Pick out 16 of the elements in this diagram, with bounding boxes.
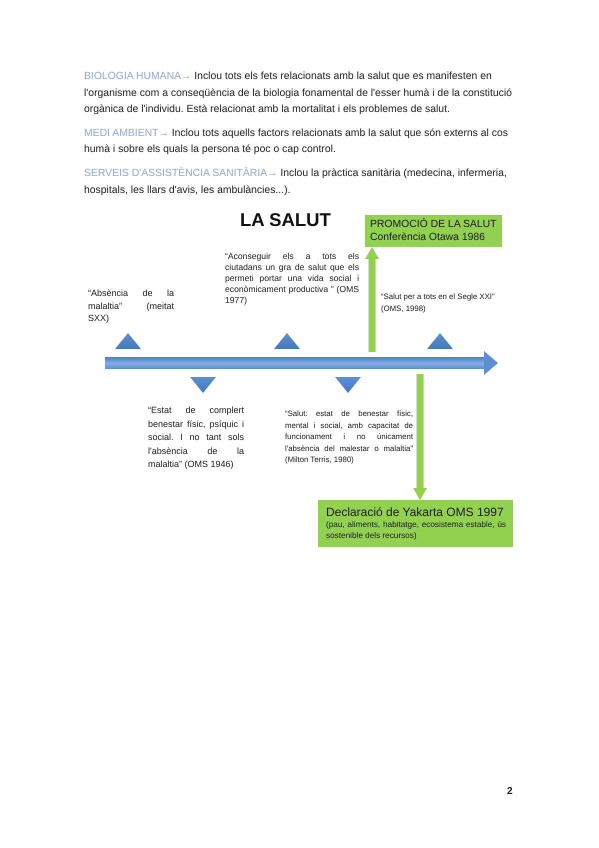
definition-paragraph: BIOLOGIA HUMANA→ Inclou tots els fets relacionats amb la salut que es manifesten en l'organisme com a conseqüència de la biologia fonamental de l'esser humà i de la constitució orgànica de l'individu. Està relacionat amb la mortalitat i els problemes de salut.: [84, 70, 513, 118]
arrow: [413, 374, 427, 500]
quote-text: “Estat de complert benestar físic, psíquic i social. I no tant sols l'absència de la malaltia” (OMS 1946): [148, 404, 244, 472]
definition-paragraph: MEDI AMBIENT→ Inclou tots aquells factors relacionats amb la salut que són externs al cos humà i sobre els quals la persona té poc o cap control.: [84, 126, 509, 158]
definition-paragraph: SERVEIS D'ASSISTÈNCIA SANITÀRIA→ Inclou la pràctica sanitària (medecina, infermeria, hospitals, les llars d'avis, les ambulàncies...).: [84, 166, 508, 198]
quote-text: “Absència de la malaltia” (meitat SXX): [88, 287, 174, 324]
heading: LA SALUT: [240, 209, 331, 231]
box-subtitle: Conferència Otawa 1986: [370, 231, 486, 244]
page-number: 2: [507, 786, 513, 798]
arrow: [365, 247, 379, 352]
box-description: (pau, aliments, habitatge, ecosistema estable, ús sostenible dels recursos): [326, 520, 506, 541]
box-title: Declaració de Yakarta OMS 1997: [326, 505, 505, 520]
quote-text: “Aconseguir els a tots els ciutadans un gra de salut que els permeti portar una vida social i econòmicament productiva ” (OMS 1977): [225, 251, 359, 306]
event-box: [318, 500, 513, 547]
box-title: PROMOCIÓ DE LA SALUT: [370, 218, 496, 231]
event-box: [365, 215, 502, 247]
